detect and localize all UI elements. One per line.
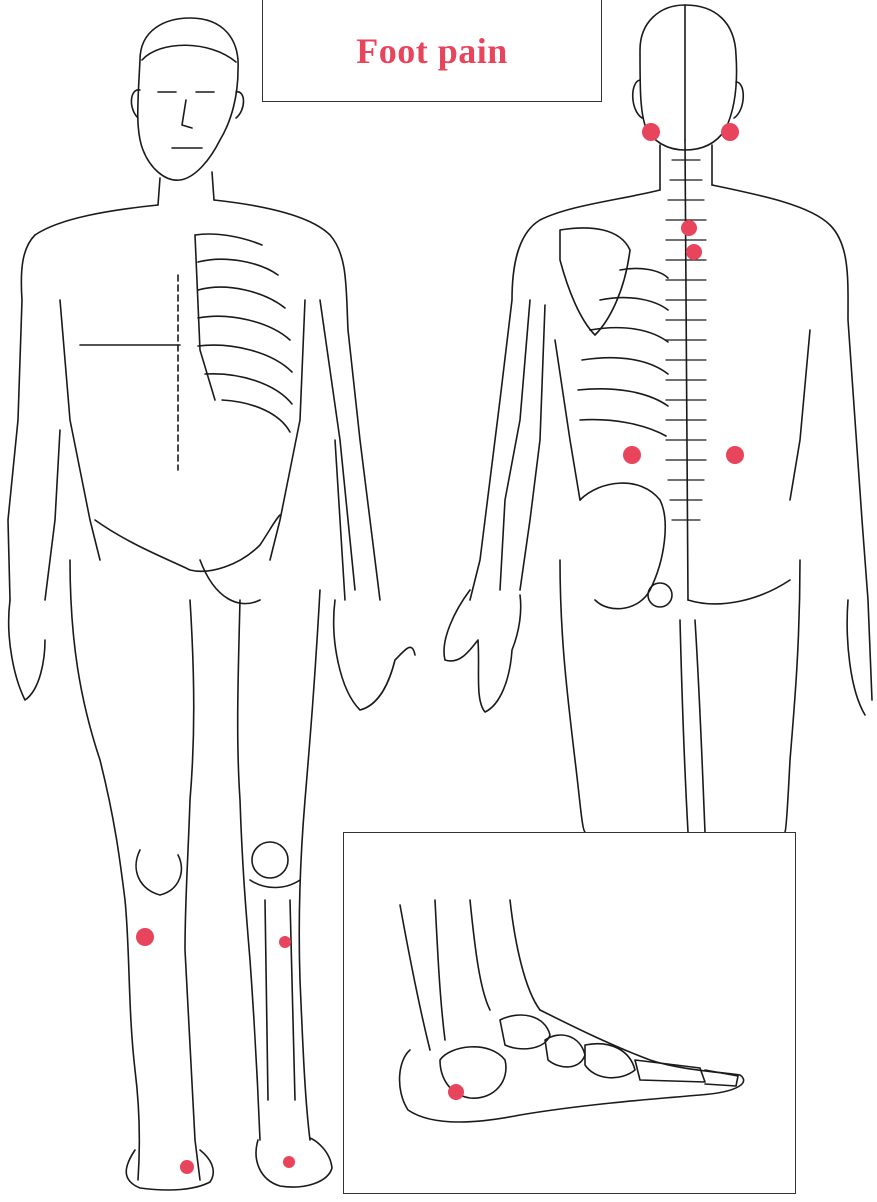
rib-1 [195,234,262,245]
front-right-hand [334,600,415,710]
front-pelvis-bone [200,560,260,604]
back-left-hand [444,590,521,712]
front-right-tibia [265,900,268,1100]
chart-title: Foot pain [356,30,508,72]
back-hip-joint [648,583,672,607]
point-back-lumbar-left [623,446,641,464]
rib-4 [198,316,290,340]
point-back-upper-spine-1 [681,220,697,236]
front-neck-right [212,172,214,200]
front-right-fibula [290,900,295,1100]
back-left-leg-outer [560,560,585,832]
back-rib-6 [580,420,666,436]
front-left-leg-inner [185,600,200,1180]
back-right-leg-outer [785,560,800,832]
back-right-leg-inner [695,620,705,832]
foot-inset-frame [343,832,796,1194]
rib-5 [198,345,292,372]
back-rib-4 [582,358,668,374]
point-front-knee-lower [136,928,154,946]
front-right-leg-outer [299,590,320,1140]
back-torso-left [555,340,580,500]
front-right-leg-inner [238,600,260,1140]
front-right-knee-joint [250,880,300,888]
rib-2 [198,259,278,275]
front-hairline [142,45,236,62]
point-back-upper-spine-2 [686,244,702,260]
front-left-knee [136,850,181,895]
front-nose [182,100,192,128]
back-rib-5 [578,389,668,406]
title-box: Foot pain [262,0,602,102]
front-head [138,18,238,180]
point-front-right-foot [283,1156,295,1168]
front-pelvis-line [95,515,280,571]
back-left-leg-inner [680,620,688,832]
back-right-arm-outer [712,185,872,700]
rib-3 [198,287,285,308]
back-rib-3 [590,328,668,342]
front-left-hand [9,600,45,700]
front-ear-right [236,92,244,118]
point-front-shin [279,936,291,948]
back-pelvis-left [580,483,665,609]
point-front-left-foot [180,1160,194,1174]
back-rib-2 [600,298,668,310]
rib-6 [205,374,292,404]
front-left-leg-outer [70,560,139,1180]
front-left-forearm-inner [45,430,60,600]
back-left-arm-outer [470,190,660,600]
point-back-lumbar-right [726,446,744,464]
front-left-arm-outer [8,205,158,600]
front-right-patella [252,842,288,878]
back-right-hand [847,600,865,715]
back-buttocks-line [688,580,790,604]
back-left-forearm-2 [520,305,545,590]
back-spine [685,140,688,600]
point-back-neck-left [642,123,660,141]
back-torso-right [790,330,810,500]
front-torso-left [60,300,100,560]
front-radius [335,440,345,600]
front-neck-left [158,178,160,205]
point-back-neck-right [721,123,739,141]
back-scapula [560,228,630,335]
rib-7 [222,400,290,432]
